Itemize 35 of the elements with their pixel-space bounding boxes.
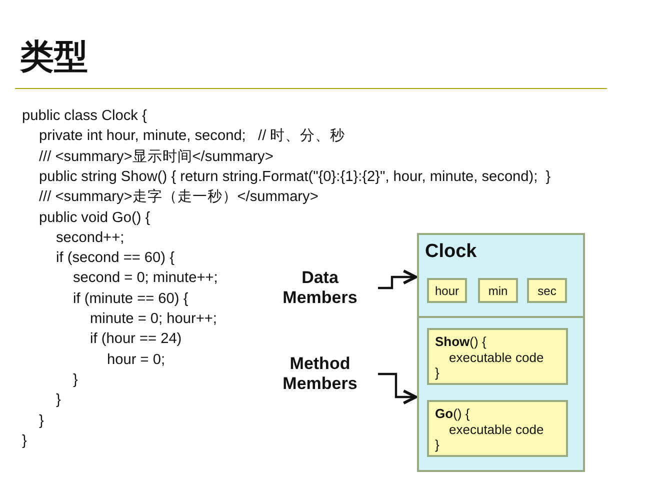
slide-title: 类型 [20,36,88,79]
code-line: } [56,391,61,410]
code-line: } [39,412,44,430]
field-box: sec [527,278,567,303]
method-code: executable code [448,422,545,437]
code-line: /// <summary>显示时间</summary> [39,148,274,167]
code-line: private int hour, minute, second; // 时、分、秒 [39,127,346,146]
code-line: if (minute == 60) { [73,290,188,309]
method-box [427,400,568,457]
method-code: } [435,365,440,380]
arrow [378,372,418,405]
method-code: } [435,437,440,452]
code-line: } [73,370,78,390]
code-line: minute = 0; hour++; [90,310,217,329]
code-line: public void Go() { [39,208,150,228]
code-line: public class Clock { [22,107,147,126]
code-line: second++; [56,228,124,248]
field-box: hour [427,278,467,303]
class-box [417,233,585,472]
code-line: if (second == 60) { [56,249,174,268]
code-line: if (hour == 24) [90,330,182,350]
method-code: Go() { [435,406,471,422]
arrow [378,269,418,290]
method-code: Show() { [435,334,488,350]
code-line: public string Show() { return string.Format("{0}:{1}:{2}", hour, minute, second); } [39,168,551,187]
code-line: hour = 0; [107,350,166,370]
member-label: Data Members [282,268,358,308]
code-line: second = 0; minute++; [73,269,218,288]
method-code: executable code [448,350,545,365]
method-box [427,328,568,385]
member-label: Method Members [282,354,358,394]
code-line: /// <summary>走字（走一秒）</summary> [39,188,318,208]
field-box: min [478,278,518,303]
code-line: } [22,432,27,451]
class-name: Clock [425,241,477,263]
